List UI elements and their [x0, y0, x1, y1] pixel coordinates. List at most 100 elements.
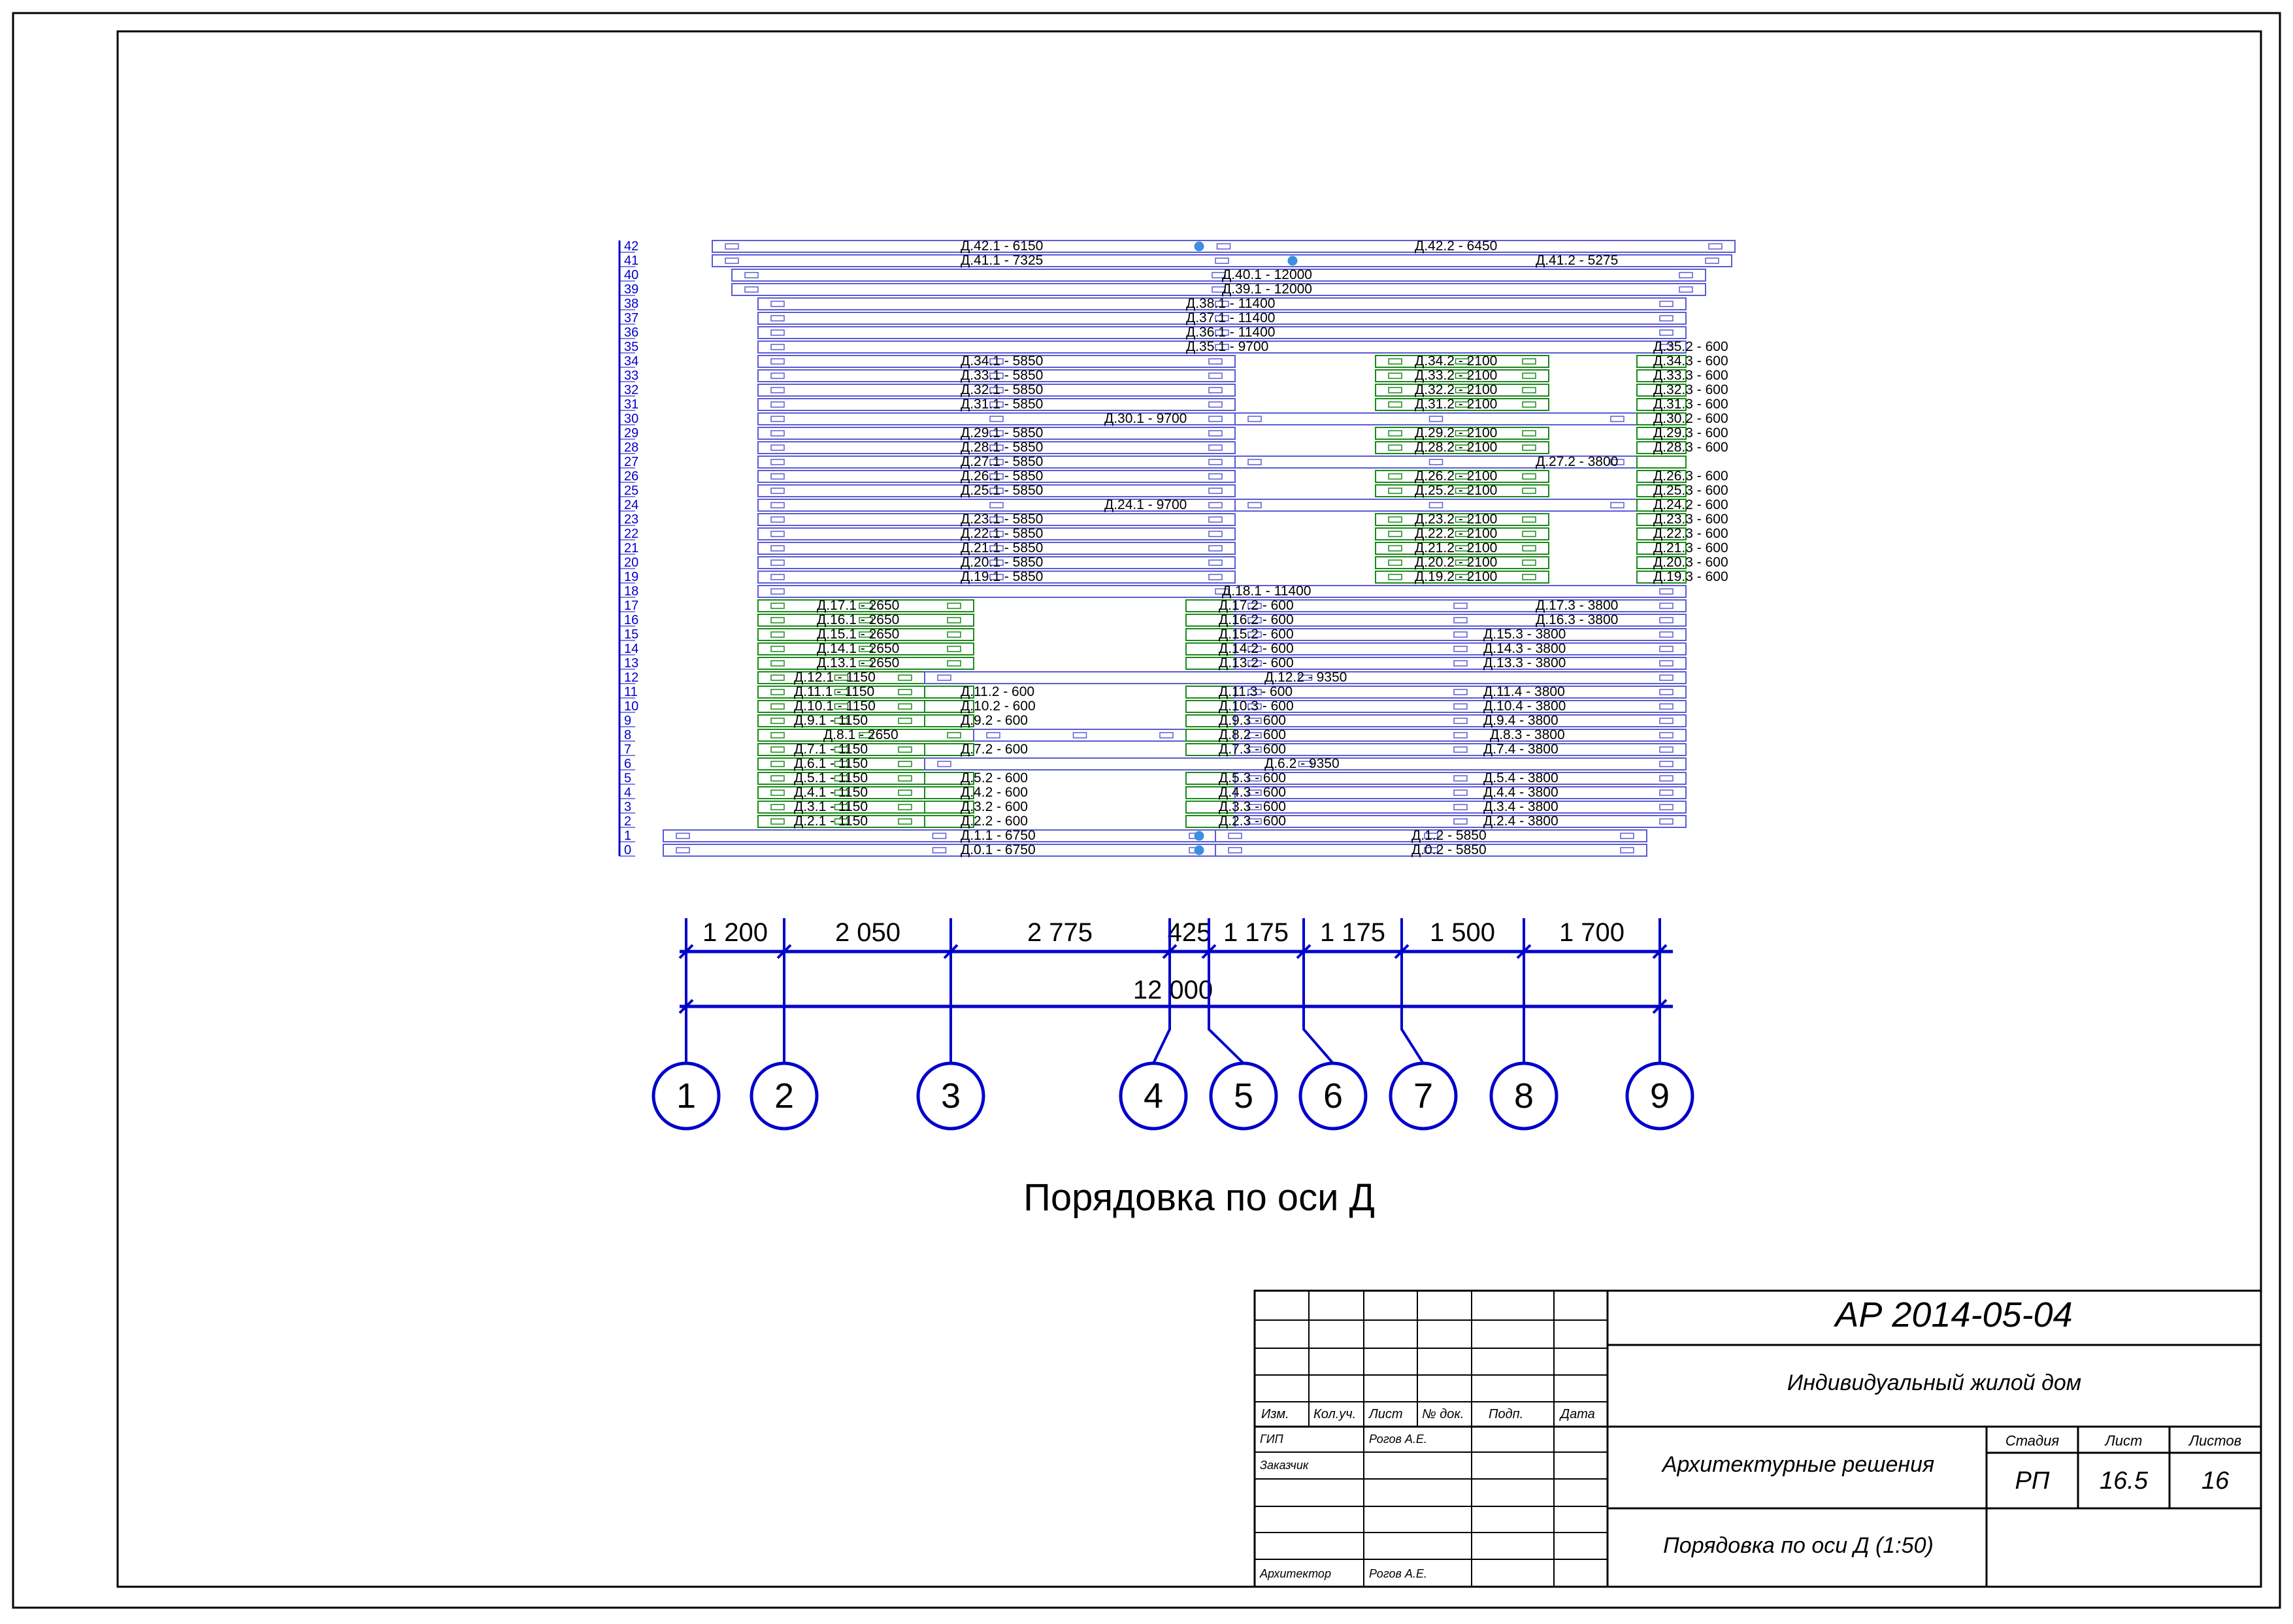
- notch-mark: [1208, 516, 1223, 523]
- log-course: [757, 427, 1236, 440]
- notch-mark: [1455, 559, 1470, 566]
- stamp-sheets-label: Листов: [2188, 1433, 2241, 1449]
- log-label: Д.31.2 - 2100: [1415, 397, 1497, 412]
- log-label: Д.40.1 - 12000: [1222, 267, 1312, 282]
- notch-mark: [1455, 387, 1470, 393]
- log-label: Д.15.2 - 600: [1219, 627, 1294, 642]
- notch-mark: [1659, 344, 1674, 350]
- notch-mark: [989, 444, 1004, 451]
- log-course: [712, 254, 1732, 267]
- log-label: Д.34.2 - 2100: [1415, 354, 1497, 369]
- log-label: Д.0.2 - 5850: [1411, 842, 1487, 857]
- log-course: [757, 585, 1687, 598]
- notch-mark: [947, 603, 961, 609]
- log-course: [757, 614, 974, 627]
- notch-mark: [676, 833, 690, 839]
- log-label: Д.42.2 - 6450: [1415, 239, 1497, 254]
- notch-mark: [770, 387, 785, 393]
- axis-bubble: [1119, 1061, 1188, 1131]
- notch-mark: [1610, 502, 1625, 508]
- log-label: Д.7.4 - 3800: [1483, 742, 1559, 757]
- row-number: 25: [624, 484, 638, 498]
- log-course: [1636, 441, 1687, 454]
- log-label: Д.5.3 - 600: [1219, 771, 1286, 786]
- notch-mark: [1659, 631, 1674, 638]
- log-label: Д.9.3 - 600: [1219, 713, 1286, 728]
- log-label: Д.16.2 - 600: [1219, 612, 1294, 627]
- dimension-total-label: 12 000: [1133, 976, 1213, 1004]
- log-label: Д.23.1 - 5850: [961, 512, 1043, 527]
- log-course: [1234, 642, 1687, 655]
- log-label: Д.7.2 - 600: [961, 742, 1028, 757]
- notch-mark: [1388, 574, 1402, 580]
- notch-mark: [1453, 631, 1468, 638]
- notch-mark: [947, 732, 961, 738]
- notch-mark: [770, 674, 785, 681]
- notch-mark: [1453, 660, 1468, 667]
- log-course: [1375, 441, 1549, 454]
- log-course: [1636, 499, 1687, 512]
- log-course: [757, 326, 1687, 339]
- log-course: [757, 384, 1236, 397]
- log-label: Д.33.2 - 2100: [1415, 368, 1497, 383]
- log-label: Д.32.2 - 2100: [1415, 382, 1497, 397]
- notch-mark: [744, 272, 759, 278]
- axis-bubble: [750, 1061, 819, 1131]
- row-number: 26: [624, 469, 638, 484]
- log-course: [1636, 513, 1687, 526]
- log-label: Д.21.1 - 5850: [961, 540, 1043, 555]
- axis-bubble: [1389, 1061, 1458, 1131]
- row-number: 40: [624, 268, 638, 282]
- notch-mark: [1247, 804, 1262, 810]
- notch-mark: [989, 531, 1004, 537]
- log-label: Д.1.1 - 6750: [961, 828, 1036, 843]
- notch-mark: [770, 732, 785, 738]
- notch-mark: [1247, 818, 1262, 825]
- axis-line: [1302, 961, 1334, 1065]
- log-label: Д.4.3 - 600: [1219, 785, 1286, 800]
- notch-mark: [1247, 746, 1262, 753]
- notch-mark: [1212, 286, 1226, 293]
- notch-mark: [1208, 387, 1223, 393]
- notch-mark: [1247, 646, 1262, 652]
- row-number: 31: [624, 397, 638, 412]
- notch-mark: [1388, 488, 1402, 494]
- notch-mark: [1455, 545, 1470, 552]
- notch-mark: [1215, 257, 1229, 264]
- row-number: 5: [624, 771, 631, 786]
- notch-mark: [1522, 559, 1536, 566]
- log-label: Д.25.3 - 600: [1653, 483, 1728, 498]
- notch-mark: [1208, 358, 1223, 365]
- log-label: Д.6.2 - 9350: [1264, 756, 1340, 771]
- notch-mark: [1522, 473, 1536, 480]
- log-course: [1375, 470, 1549, 483]
- log-label: Д.19.1 - 5850: [961, 569, 1043, 584]
- log-course: [1215, 829, 1647, 842]
- notch-mark: [1208, 531, 1223, 537]
- notch-mark: [1453, 804, 1468, 810]
- notch-mark: [1522, 401, 1536, 408]
- notch-mark: [770, 358, 785, 365]
- log-label: Д.26.1 - 5850: [961, 469, 1043, 484]
- row-number: 17: [624, 599, 638, 613]
- notch-mark: [1247, 459, 1262, 465]
- notch-mark: [770, 718, 785, 724]
- axis-label: 1: [676, 1076, 696, 1116]
- notch-mark: [834, 775, 849, 782]
- notch-mark: [1453, 775, 1468, 782]
- row-number: 2: [624, 814, 631, 829]
- dimension-label: 1 500: [1430, 918, 1495, 947]
- log-label: Д.30.1 - 9700: [1104, 411, 1187, 426]
- notch-mark: [937, 761, 951, 767]
- row-number: 36: [624, 325, 638, 340]
- notch-mark: [1208, 401, 1223, 408]
- row-number: 41: [624, 254, 638, 268]
- row-number: 21: [624, 541, 638, 555]
- notch-mark: [1453, 703, 1468, 710]
- notch-mark: [859, 617, 873, 623]
- notch-mark: [1679, 286, 1693, 293]
- row-number: 4: [624, 786, 631, 800]
- stamp-header: № док.: [1422, 1407, 1464, 1421]
- connector-icon: [1194, 831, 1204, 841]
- log-course: [1234, 729, 1687, 742]
